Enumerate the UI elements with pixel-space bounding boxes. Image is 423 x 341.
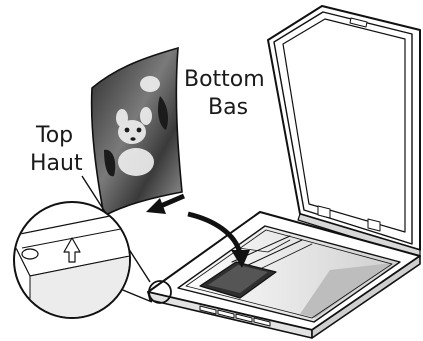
label-bottom-fr: Bas <box>208 95 248 120</box>
label-top-en: Top <box>35 123 73 148</box>
flatbed-scanner <box>148 6 420 338</box>
photo-document <box>92 48 182 216</box>
label-top-fr: Haut <box>30 151 83 176</box>
label-bottom-en: Bottom <box>184 67 265 92</box>
